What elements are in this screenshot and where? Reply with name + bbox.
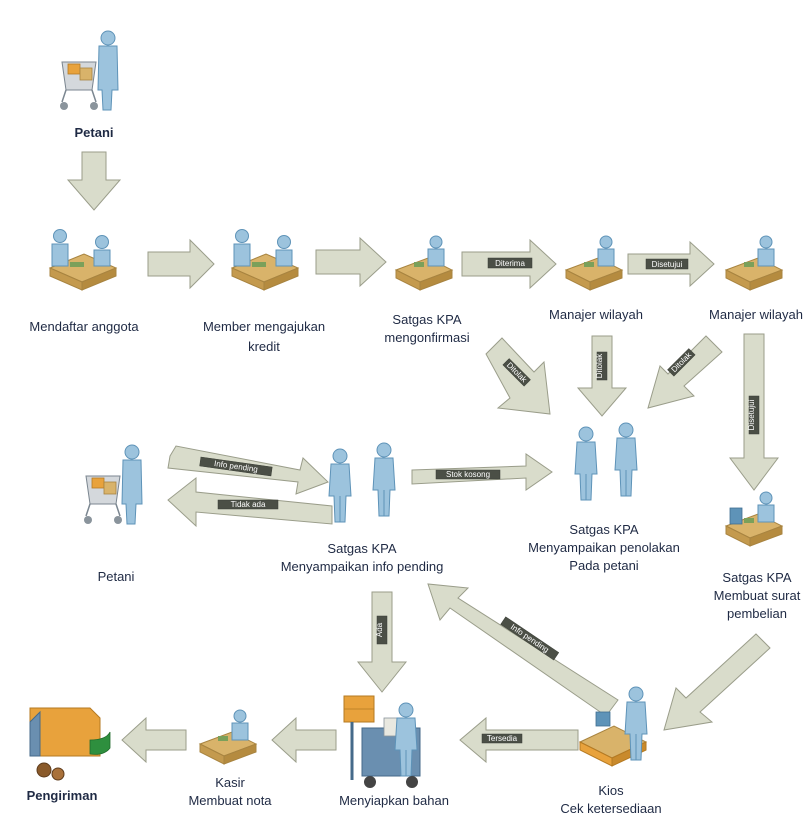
node-label: Menyampaikan info pending xyxy=(281,559,444,574)
arrow-ditolak-3: Ditolak xyxy=(648,336,722,408)
monitor-icon xyxy=(730,508,742,524)
arrow-right-2 xyxy=(316,238,386,286)
arrow-right-disetujui: Disetujui xyxy=(628,242,714,286)
computer-icon xyxy=(596,712,610,726)
arrow-label: Ada xyxy=(375,622,384,637)
node-label: Member mengajukan xyxy=(203,319,325,334)
arrow-right-diterima: Diterima xyxy=(462,240,556,288)
arrow-info-pending-back: Info pending xyxy=(428,584,618,716)
node-label: Menyiapkan bahan xyxy=(339,793,449,808)
node-kasir: Kasir Membuat nota xyxy=(188,710,272,808)
cart-person-icon xyxy=(60,31,118,110)
arrow-ditolak-1: Ditolak xyxy=(486,338,550,414)
node-label: pembelian xyxy=(727,606,787,621)
person-icon xyxy=(373,443,395,516)
node-member: Member mengajukan kredit xyxy=(203,230,325,355)
arrow-down-petani xyxy=(68,152,120,210)
arrow-left-3 xyxy=(272,718,336,762)
node-label: Membuat nota xyxy=(188,793,272,808)
node-label: Satgas KPA xyxy=(722,570,791,585)
node-satgas-kpa-4: Satgas KPA Membuat surat pembelian xyxy=(714,492,801,621)
arrow-stok-kosong: Stok kosong xyxy=(412,454,552,490)
node-label: mengonfirmasi xyxy=(384,330,469,345)
node-label: Petani xyxy=(98,569,135,584)
meeting-icon xyxy=(50,230,116,291)
node-manajer-wilayah-2: Manajer wilayah xyxy=(709,236,803,322)
node-label: Mendaftar anggota xyxy=(29,319,139,334)
node-label: Satgas KPA xyxy=(392,312,461,327)
arrow-down-ada: Ada xyxy=(358,592,406,692)
node-mendaftar: Mendaftar anggota xyxy=(29,230,139,335)
node-satgas-kpa-2: Satgas KPA Menyampaikan penolakan Pada p… xyxy=(528,423,680,573)
arrow-label: Disetujui xyxy=(652,260,683,269)
person-icon xyxy=(575,427,597,500)
node-label: Manajer wilayah xyxy=(549,307,643,322)
desk-worker-icon xyxy=(200,710,256,764)
node-label: Manajer wilayah xyxy=(709,307,803,322)
node-pengiriman: Pengiriman xyxy=(27,708,110,803)
arrow-right-1 xyxy=(148,240,214,288)
node-petani-mid: Petani xyxy=(84,445,142,584)
node-label: Kios xyxy=(598,783,624,798)
node-label: Membuat surat xyxy=(714,588,801,603)
arrow-left-tersedia: Tersedia xyxy=(460,718,578,762)
node-label: Pada petani xyxy=(569,558,639,573)
node-label: Pengiriman xyxy=(27,788,98,803)
node-label: Cek ketersediaan xyxy=(560,801,661,816)
node-label: Menyampaikan penolakan xyxy=(528,540,680,555)
node-label: Petani xyxy=(74,125,113,140)
arrow-label: Ditolak xyxy=(595,353,604,378)
arrow-down-disetujui: Disetujui xyxy=(730,334,778,490)
arrow-label: Diterima xyxy=(495,259,525,268)
node-label: Satgas KPA xyxy=(327,541,396,556)
node-manajer-wilayah-1: Manajer wilayah xyxy=(549,236,643,322)
node-satgas-kpa-1: Satgas KPA mengonfirmasi xyxy=(384,236,469,345)
node-label: kredit xyxy=(248,339,280,354)
desk-worker-icon xyxy=(566,236,622,290)
arrow-label: Disetujui xyxy=(747,399,756,430)
node-label: Satgas KPA xyxy=(569,522,638,537)
arrow-ditolak-2: Ditolak xyxy=(578,336,626,416)
arrow-label: Stok kosong xyxy=(446,470,490,479)
cart-person-icon xyxy=(84,445,142,524)
node-label: Kasir xyxy=(215,775,245,790)
desk-worker-icon xyxy=(396,236,452,290)
arrow-to-kios xyxy=(664,634,770,730)
person-icon xyxy=(615,423,637,496)
desk-worker-icon xyxy=(726,236,782,290)
arrow-label: Tersedia xyxy=(487,734,518,743)
meeting-icon xyxy=(232,230,298,291)
arrow-label: Tidak ada xyxy=(231,500,266,509)
node-petani-top: Petani xyxy=(60,31,118,140)
arrow-left-4 xyxy=(122,718,186,762)
node-menyiapkan: Menyiapkan bahan xyxy=(339,696,449,808)
